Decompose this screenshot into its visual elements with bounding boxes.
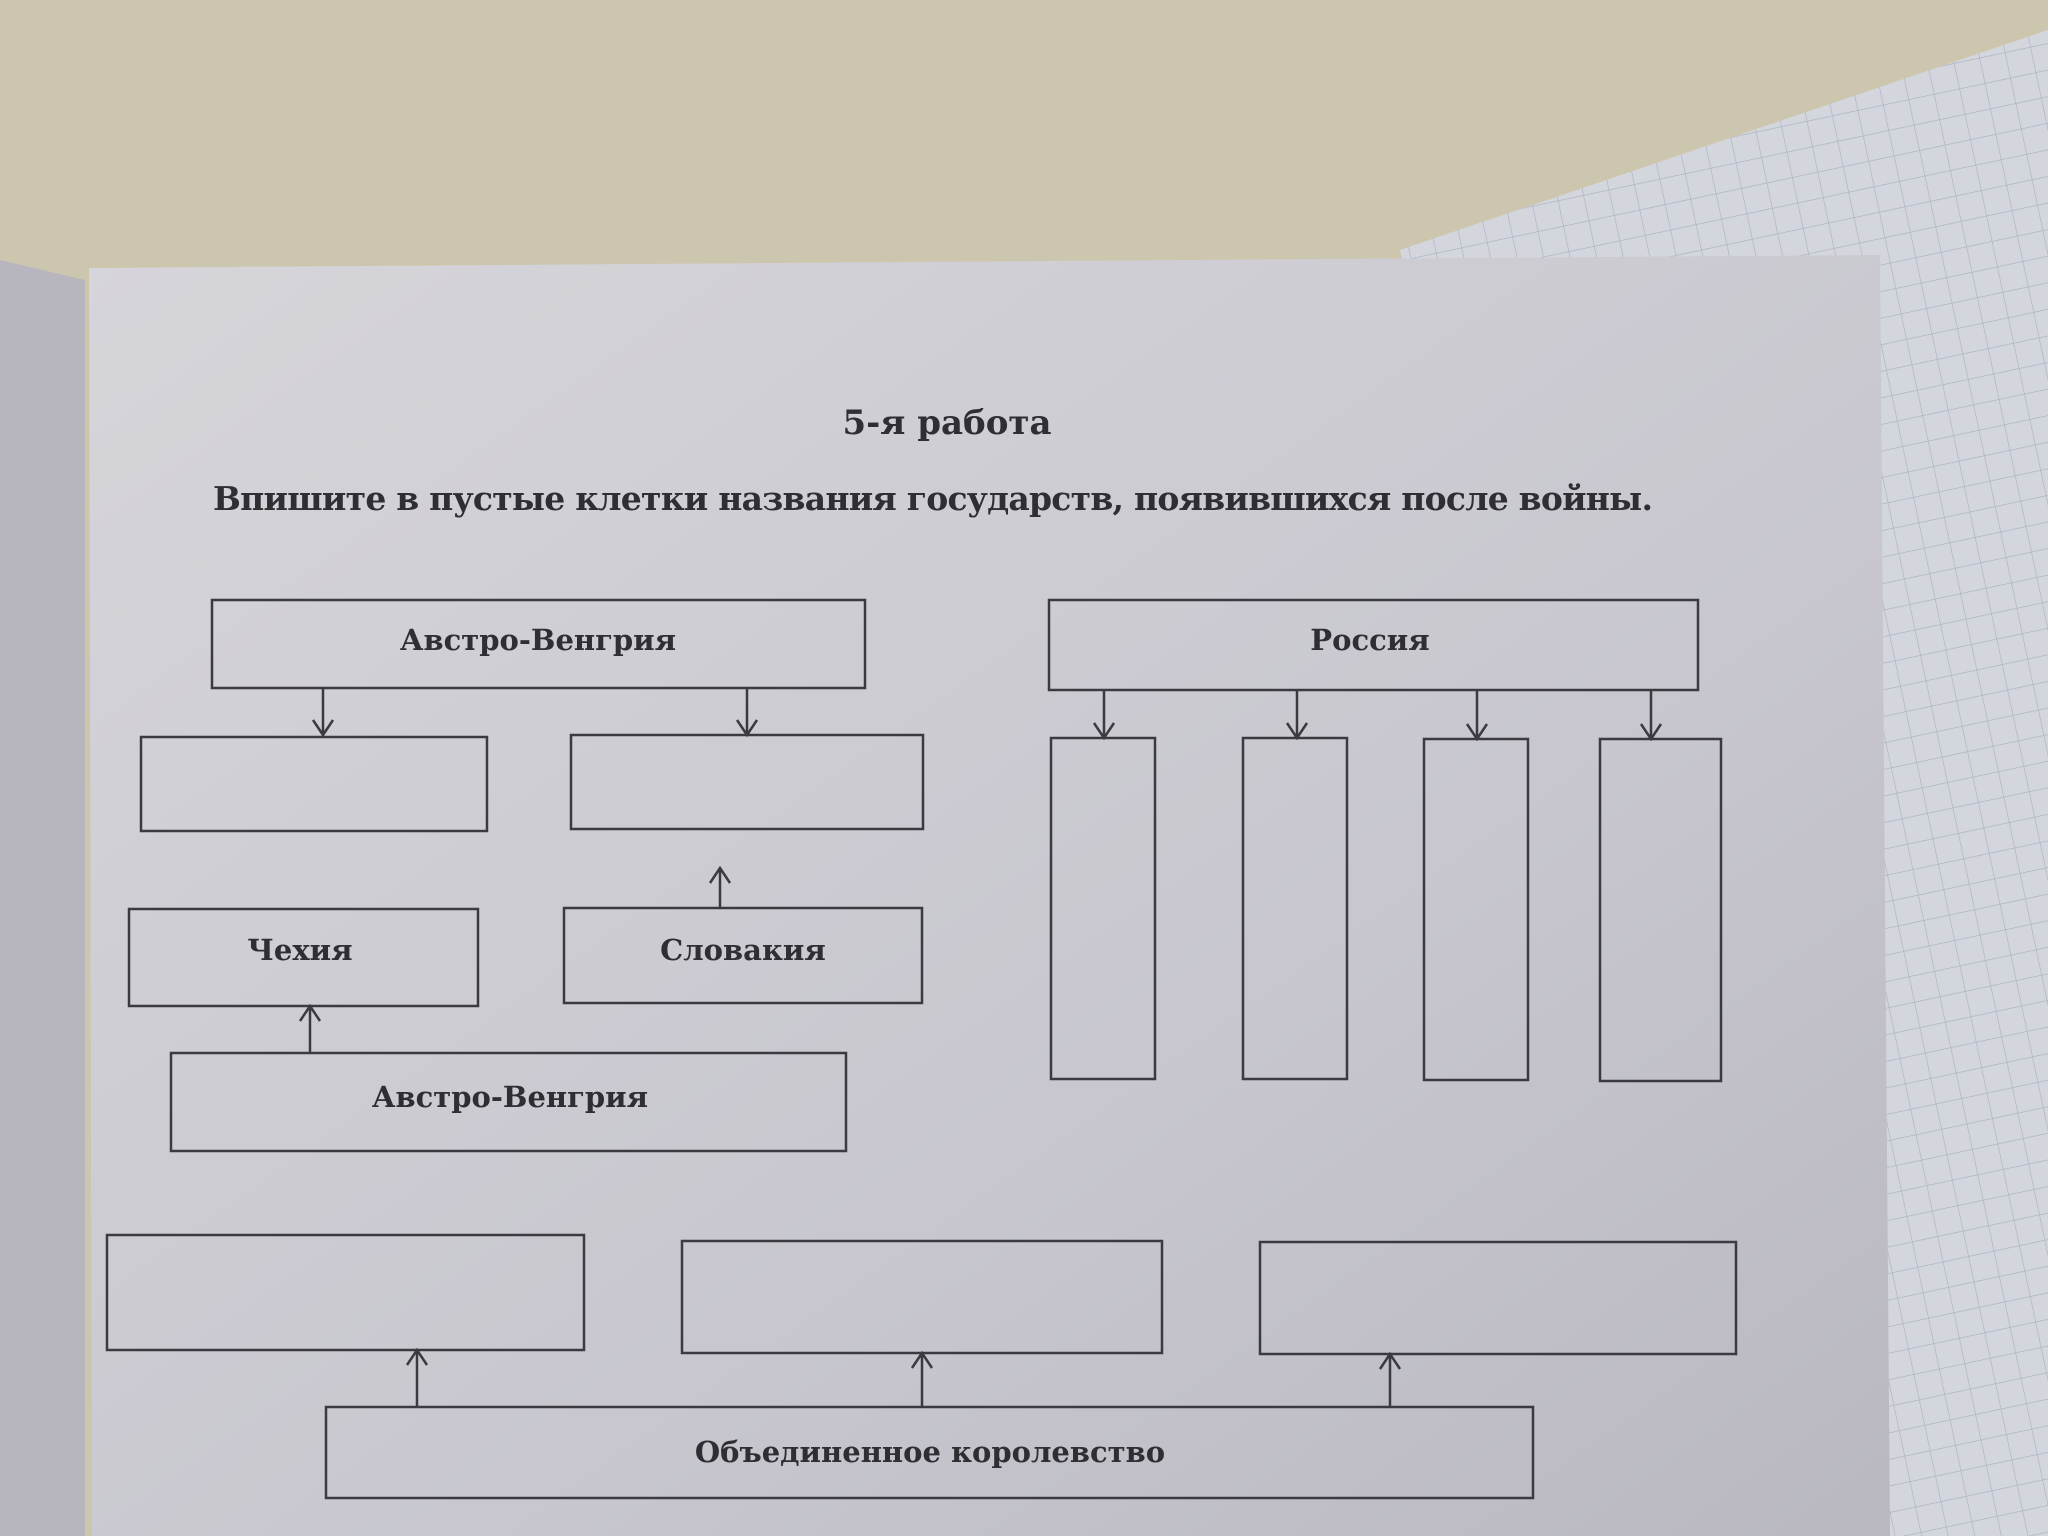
empty-box-uk-1[interactable]	[105, 1233, 586, 1352]
arrow-down-icon	[1285, 690, 1309, 741]
russia-label: Россия	[1310, 623, 1429, 657]
slovakia-box	[562, 906, 924, 1005]
worksheet-instruction: Впишите в пустые клетки названия государ…	[213, 479, 1653, 518]
arrow-up-icon	[405, 1347, 429, 1407]
empty-box-russia-2[interactable]	[1241, 736, 1349, 1081]
arrow-down-icon	[1639, 690, 1663, 742]
austria-hungary-top-label: Австро-Венгрия	[400, 623, 676, 657]
russia-box	[1047, 598, 1700, 692]
arrow-down-icon	[735, 688, 759, 738]
czechia-box	[127, 907, 480, 1008]
united-kingdom-box	[324, 1405, 1535, 1500]
arrow-down-icon	[1465, 690, 1489, 742]
worksheet-title: 5-я работа	[843, 403, 1052, 443]
worksheet-page	[89, 255, 1890, 1536]
empty-box-russia-4[interactable]	[1598, 737, 1723, 1083]
arrow-up-icon	[708, 865, 732, 908]
left-page	[0, 260, 85, 1536]
arrow-down-icon	[311, 688, 335, 738]
arrow-up-icon	[298, 1003, 322, 1053]
czechia-label: Чехия	[247, 933, 352, 967]
austria-hungary-top-box	[210, 598, 867, 690]
united-kingdom-label: Объединенное королевство	[695, 1435, 1165, 1469]
arrow-up-icon	[1378, 1351, 1402, 1407]
austria-hungary-bottom-box	[169, 1051, 848, 1153]
slovakia-label: Словакия	[660, 933, 826, 967]
empty-box-ah-1[interactable]	[139, 735, 489, 833]
arrow-up-icon	[910, 1350, 934, 1407]
empty-box-uk-3[interactable]	[1258, 1240, 1738, 1356]
arrow-down-icon	[1092, 690, 1116, 741]
arrows	[298, 688, 1663, 1407]
austria-hungary-bottom-label: Австро-Венгрия	[372, 1080, 648, 1114]
